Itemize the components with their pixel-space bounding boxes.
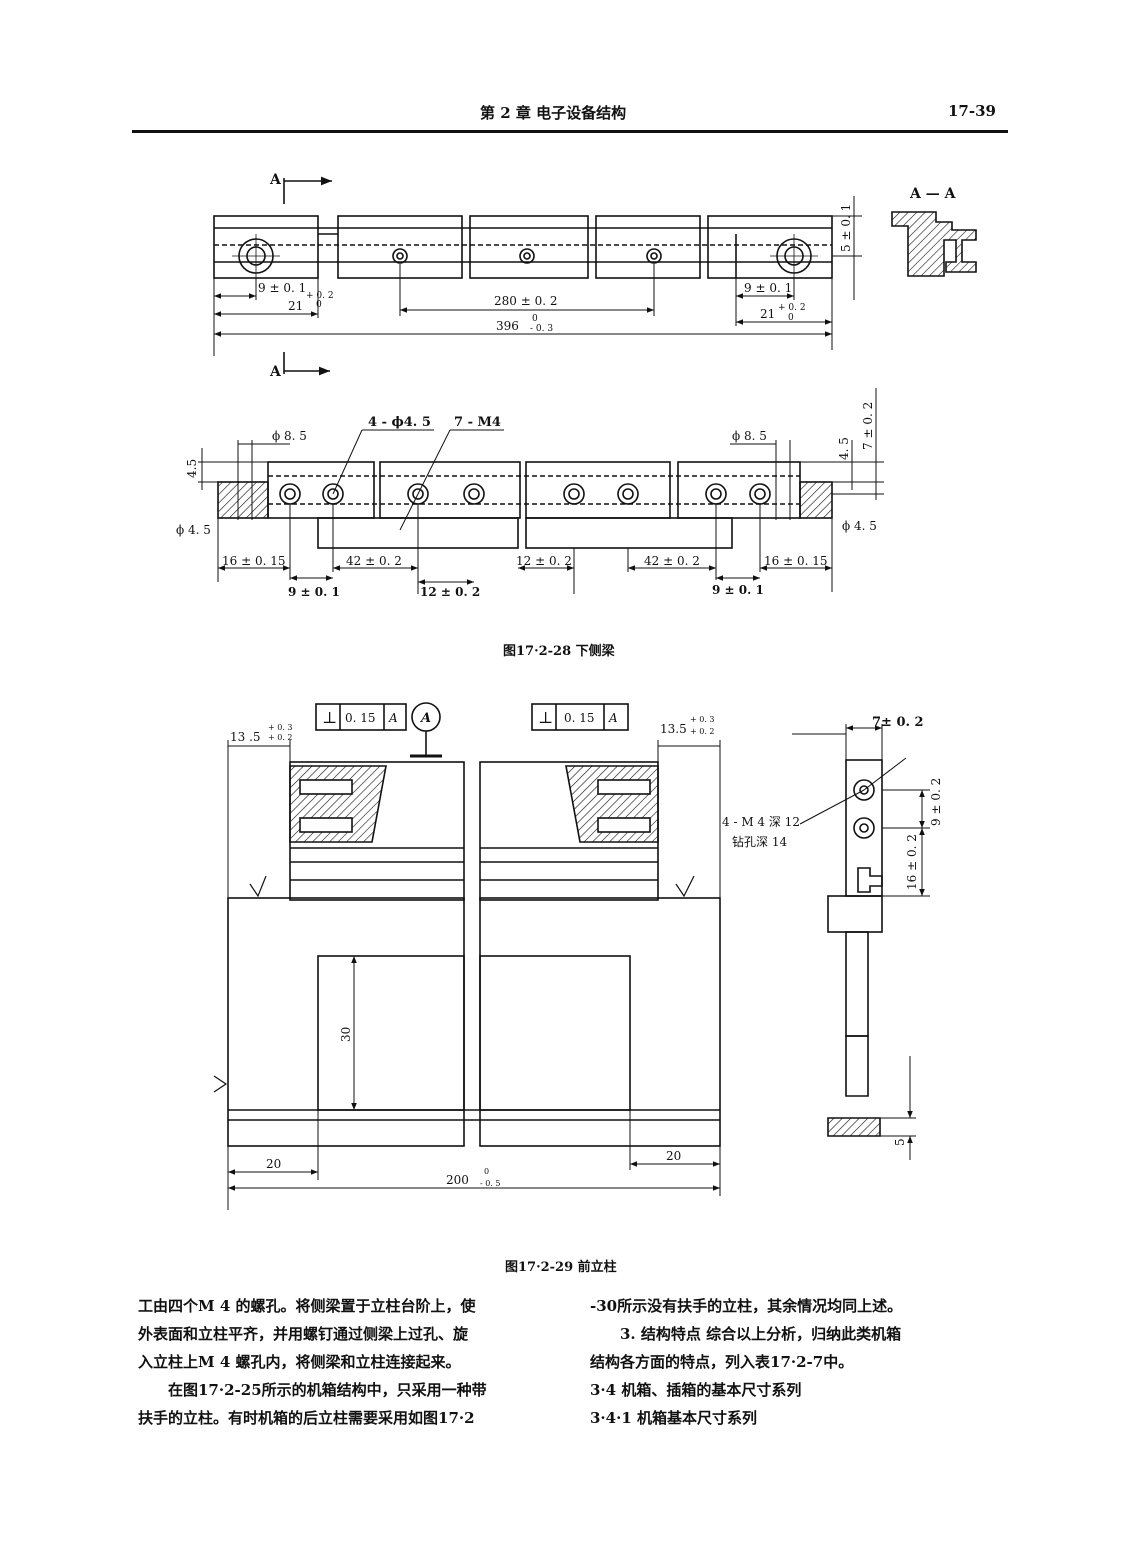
dim-280: 280 ± 0. 2 [494,294,558,308]
page-number: 17-39 [948,102,996,120]
tol-right-symbol: ⊥ [538,708,553,727]
section-mark-bottom: A [269,364,282,380]
figure-29-caption: 图17·2-29 前立柱 [505,1260,617,1275]
fig28-bottom-view [198,388,884,594]
dim-396: 396 [496,319,519,333]
dim-20-left: 20 [266,1157,281,1171]
dim-5-side: 5 [893,1138,907,1146]
dim-13p5-left: 13 .5 [230,730,261,744]
dim-12-bottom: 12 ± 0. 2 [420,585,480,599]
dim-12-left: 12 ± 0. 2 [516,554,572,568]
tol-left-value: 0. 15 [345,711,376,725]
header-rule [132,130,1008,133]
section-heading: 3·4 机箱、插箱的基本尺寸系列 [590,1381,802,1399]
dim-9-side: 9 ± 0. 2 [929,778,943,826]
dim-7: 7 ± 0. 2 [861,402,875,450]
text-left-line: 在图17·2-25所示的机箱结构中，只采用一种带 [168,1381,487,1399]
tol-right-datum: A [608,711,618,725]
dim-9-left-bottom: 9 ± 0. 1 [288,585,340,599]
text-right-line: 结构各方面的特点，列入表17·2-7中。 [590,1353,854,1371]
dim-200-tol-low: - 0. 5 [480,1179,501,1188]
dim-16-side: 16 ± 0. 2 [905,834,919,890]
dim-42-right: 42 ± 0. 2 [644,554,700,568]
text-right-line: -30所示没有扶手的立柱，其余情况均同上述。 [590,1297,903,1315]
text-left-line: 工由四个M 4 的螺孔。将侧梁置于立柱台阶上，使 [138,1297,476,1315]
tol-right-value: 0. 15 [564,711,595,725]
dim-7-side: 7± 0. 2 [872,715,924,730]
text-right-column: -30所示没有扶手的立柱，其余情况均同上述。 3. 结构特点 综合以上分析，归纳… [590,1292,1010,1432]
hole-note-1: 4 - M 4 深 12 [722,815,800,829]
dim-phi85-left: ϕ 8. 5 [272,429,307,443]
fig29-drawing [213,702,930,1210]
dim-200: 200 [446,1173,469,1187]
dim-16-right: 16 ± 0. 15 [764,554,828,568]
dim-30: 30 [339,1027,353,1042]
fig29-labels: ⊥ 0. 15 A ⊥ 0. 15 A A 13 .5 + 0. 3 + 0. … [230,708,943,1188]
fig28-top-labels: A A 9 ± 0. 1 21 + 0. 2 0 280 ± 0. 2 9 ± … [258,172,853,380]
section-aa-label: A — A [909,186,957,202]
datum-label: A [419,711,431,726]
dim-13p5-right: 13.5 [660,722,687,736]
dim-phi45-left: ϕ 4. 5 [176,523,211,537]
dim-13p5-r-tol-up: + 0. 3 [690,715,715,724]
section-aa [891,211,977,277]
text-left-line: 入立柱上M 4 螺孔内，将侧梁和立柱连接起来。 [138,1353,461,1371]
dim-9-right-bottom: 9 ± 0. 1 [712,583,764,597]
dim-396-tol-low: - 0. 3 [530,324,553,334]
dim-21r-tol: + 0. 2 [778,303,806,313]
dim-20-right: 20 [666,1149,681,1163]
dim-5: 5 ± 0. 1 [839,204,853,252]
dim-4p5-right: 4. 5 [837,437,851,460]
tol-left-datum: A [388,711,398,725]
dim-9-left: 9 ± 0. 1 [258,281,306,295]
dim-21-right: 21 [760,307,775,321]
dim-21-tol-low: 0 [316,300,322,310]
chapter-header: 第 2 章 电子设备结构 [480,104,627,122]
figure-28-caption: 图17·2-28 下侧梁 [503,644,615,659]
dim-21-left: 21 [288,299,303,313]
dim-4p5-left: 4.5 [185,459,199,478]
tol-left-symbol: ⊥ [322,708,337,727]
dim-13p5-tol-low: + 0. 2 [268,733,293,742]
dim-21-tol: + 0. 2 [306,291,334,301]
dim-phi45-right: ϕ 4. 5 [842,519,877,533]
dim-phi85-right: ϕ 8. 5 [732,429,767,443]
dim-4-phi45: 4 - ϕ4. 5 [368,415,431,430]
dim-16-left: 16 ± 0. 15 [222,554,286,568]
dim-9-right: 9 ± 0. 1 [744,281,792,295]
text-left-line: 扶手的立柱。有时机箱的后立柱需要采用如图17·2 [138,1409,475,1427]
dim-13p5-tol-up: + 0. 3 [268,723,293,732]
fig28-bottom-labels: 4.5 ϕ 8. 5 4 - ϕ4. 5 7 - M4 ϕ 8. 5 4. 5 … [176,402,877,599]
dim-13p5-r-tol-low: + 0. 2 [690,727,715,736]
text-left-column: 工由四个M 4 的螺孔。将侧梁置于立柱台阶上，使 外表面和立柱平齐，并用螺钉通过… [138,1292,568,1432]
dim-42-left: 42 ± 0. 2 [346,554,402,568]
dim-200-tol-up: 0 [484,1167,489,1176]
section-mark-top: A [269,172,282,188]
dim-7-m4: 7 - M4 [454,415,501,430]
text-left-line: 外表面和立柱平齐，并用螺钉通过侧梁上过孔、旋 [138,1325,469,1343]
dim-396-tol-up: 0 [532,314,538,324]
dim-21r-tol-low: 0 [788,313,794,323]
text-right-line: 3. 结构特点 综合以上分析，归纳此类机箱 [620,1325,902,1343]
hole-note-2: 钻孔深 14 [732,834,787,849]
fig28-top-view [213,176,862,376]
subsection-heading: 3·4·1 机箱基本尺寸系列 [590,1409,757,1427]
